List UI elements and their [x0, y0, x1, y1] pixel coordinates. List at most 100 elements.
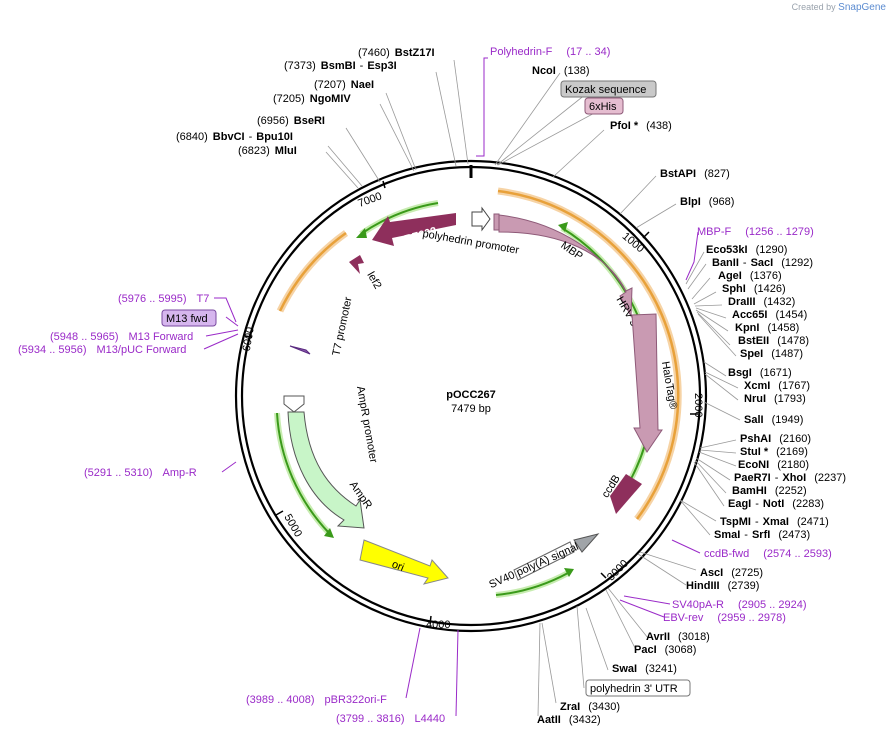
polyhedrin-f-line [476, 57, 488, 157]
primer-t7: (5976 .. 5995)T7 [118, 293, 209, 305]
ebv-rev-line [619, 599, 665, 618]
site-xcmi: XcmI(1767) [744, 380, 810, 392]
site-aatii: AatII(3432) [537, 714, 601, 726]
site-paci: PacI(3068) [634, 644, 696, 656]
primer-l4440: (3799 .. 3816)L4440 [336, 713, 445, 725]
site-bstapi: BstAPI(827) [660, 168, 730, 180]
mbp-arrow [498, 214, 633, 318]
green-arc-right-head [558, 222, 568, 232]
orf603-arrow [372, 213, 456, 246]
polyh3utr-box [585, 679, 691, 697]
site-smai: SmaI-SrfI(2473) [714, 529, 810, 541]
site-bsteii: BstEII(1478) [738, 335, 809, 347]
site-banii: BanII-SacI(1292) [712, 257, 813, 269]
plasmid-size: 7479 bp [451, 403, 491, 415]
site-naei: (7207)NaeI [314, 79, 374, 91]
primer-sv40pa-r: SV40pA-R(2905 .. 2924) [672, 599, 806, 611]
site-sali: SalI(1949) [744, 414, 803, 426]
his-box [584, 97, 624, 115]
primer-lines [203, 57, 701, 717]
ampr-promoter-label: AmpR promoter [354, 385, 379, 464]
site-blpi: BlpI(968) [680, 196, 734, 208]
sv40-arrow [513, 541, 575, 581]
pbr322ori-f-line [405, 627, 421, 699]
site-spei: SpeI(1487) [740, 348, 803, 360]
leader-lines [325, 59, 741, 717]
site-arui: NruI(1793) [744, 393, 806, 405]
site-acc65i: Acc65I(1454) [732, 309, 807, 321]
site-ngomiv: (7205)NgoMIV [273, 93, 351, 105]
tick-5000: 5000 [281, 512, 304, 539]
plasmid-name: pOCC267 [446, 389, 496, 401]
primer-ebv-rev: EBV-rev(2959 .. 2978) [663, 612, 786, 624]
primer-m13-forward: (5948 .. 5965)M13 Forward [50, 331, 193, 343]
primer-m13-puc: (5934 .. 5956)M13/pUC Forward [18, 344, 186, 356]
m13-forward-line [205, 329, 239, 337]
primer-amp-r: (5291 .. 5310)Amp-R [84, 467, 197, 479]
tick-4000: 4000 [426, 619, 450, 631]
sv40pa-r-line [623, 595, 671, 605]
ccdb-fwd-line [671, 539, 701, 554]
lef2-label: lef2 [364, 270, 383, 291]
site-zrai: ZraI(3430) [560, 701, 620, 713]
site-bsgi: BsgI(1671) [728, 367, 792, 379]
primer-pbr322ori-f: (3989 .. 4008)pBR322ori-F [246, 694, 387, 706]
primer-mbp-f: MBP-F(1256 .. 1279) [697, 226, 814, 238]
m13fwd-line [225, 316, 239, 327]
primer-polyhedrin-f: Polyhedrin-F(17 .. 34) [490, 46, 610, 58]
mbp-f-line [685, 231, 699, 281]
kozak-mark [493, 213, 500, 231]
m13fwd-label: M13 fwd [166, 313, 208, 325]
green-arc-top-head [356, 228, 367, 238]
tick-7000: 7000 [356, 190, 383, 210]
site-econi: EcoNI(2180) [738, 459, 809, 471]
lef2-arrow [349, 255, 364, 274]
backbone-outer [234, 159, 708, 633]
site-ncoi: NcoI(138) [532, 65, 590, 77]
site-mlui: (6823)MluI [238, 145, 297, 157]
site-bseri: (6956)BseRI [257, 115, 325, 127]
sv40-label: SV40 poly(A) signal [487, 541, 580, 591]
site-eco53ki: Eco53kI(1290) [706, 244, 787, 256]
credit-prefix: Created by [791, 2, 836, 12]
site-bsmbi: (7373)BsmBI-Esp3I [284, 60, 397, 72]
t7-line [214, 297, 237, 323]
site-pfoi: PfoI *(438) [610, 120, 672, 132]
site-tspmi: TspMI-XmaI(2471) [720, 516, 829, 528]
site-draiii: DraIII(1432) [728, 296, 795, 308]
kozak-label: Kozak sequence [565, 84, 646, 96]
green-arc-bottom [495, 572, 569, 596]
site-bamhi: BamHI(2252) [732, 485, 807, 497]
amp-r-line [221, 461, 237, 473]
green-arc-top [360, 202, 439, 235]
primer-labels: Polyhedrin-F(17 .. 34) MBP-F(1256 .. 127… [18, 46, 832, 725]
site-swai: SwaI(3241) [612, 663, 677, 675]
ampr-promoter-arrow [283, 395, 305, 413]
green-arc-bottom-head [564, 568, 574, 577]
kozak-box [560, 80, 657, 98]
site-eagi: EagI-NotI(2283) [728, 498, 824, 510]
polyh3utr-label: polyhedrin 3' UTR [590, 683, 678, 695]
site-agei: AgeI(1376) [718, 270, 782, 282]
sites-top-left: (7460)BstZ17I (7373)BsmBI-Esp3I (7207)Na… [176, 47, 435, 157]
t7-promoter-label: T7 promoter [330, 296, 354, 357]
green-arc-left [276, 412, 330, 534]
site-stui: StuI *(2169) [740, 446, 808, 458]
ccdb-arrow [610, 474, 642, 514]
site-hindiii: HindIII(2739) [686, 580, 759, 592]
site-kpni: KpnI(1458) [735, 322, 799, 334]
ampr-arrow [287, 411, 365, 529]
tick-2000: 2000 [692, 393, 704, 417]
snapgene-credit: Created by SnapGene [792, 2, 886, 13]
site-avrii: AvrII(3018) [646, 631, 710, 643]
snapgene-logo: SnapGene [838, 2, 886, 13]
orange-arc-left [278, 231, 347, 312]
polyhedrin-promoter-arrow [471, 206, 491, 232]
l4440-line [455, 629, 459, 717]
site-asci: AscI(2725) [700, 567, 763, 579]
site-pshai: PshAI(2160) [740, 433, 811, 445]
his-label: 6xHis [589, 101, 617, 113]
site-paer7i: PaeR7I-XhoI(2237) [734, 472, 846, 484]
tick-6000: 6000 [241, 326, 257, 352]
